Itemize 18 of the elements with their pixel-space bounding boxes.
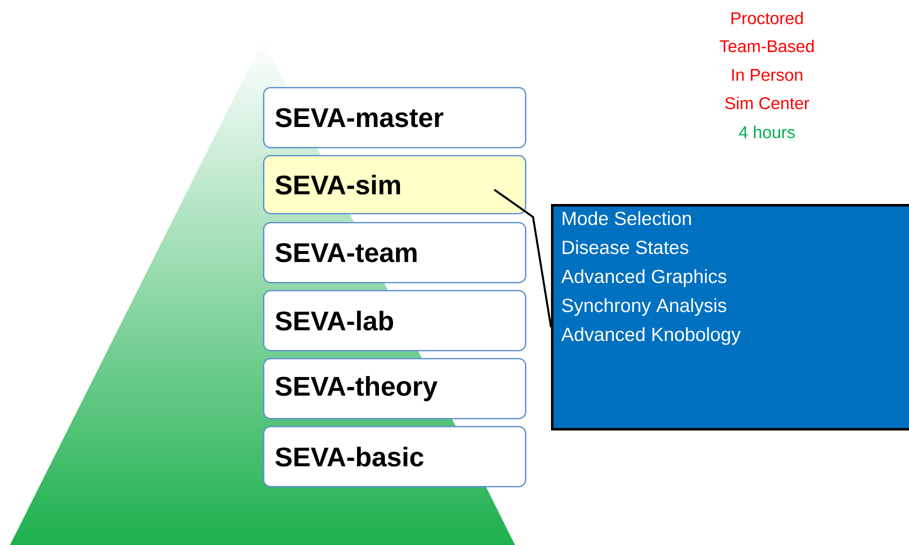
- level-box: SEVA-lab: [263, 290, 526, 352]
- list-item: Mode Selection: [562, 211, 691, 226]
- list-item: Advanced Graphics: [561, 269, 726, 287]
- note-text: Proctored: [732, 12, 803, 24]
- level-box: SEVA-master: [263, 87, 526, 148]
- level-box: SEVA-team: [263, 222, 526, 284]
- connector-line: [494, 188, 552, 328]
- note-text: Sim Center: [725, 96, 810, 110]
- list-item: Advanced Knobology: [561, 327, 741, 345]
- list-item: Disease States: [562, 240, 688, 254]
- feature-box: [551, 204, 909, 430]
- level-box: SEVA-theory: [263, 358, 526, 420]
- note-text: In Person: [732, 69, 802, 81]
- level-box: SEVA-basic: [263, 426, 526, 488]
- level-box: SEVA-sim: [263, 155, 526, 214]
- list-item: Synchrony Analysis: [562, 298, 726, 316]
- note-text: 4 hours: [739, 126, 795, 138]
- note-text: Team-Based: [720, 40, 814, 52]
